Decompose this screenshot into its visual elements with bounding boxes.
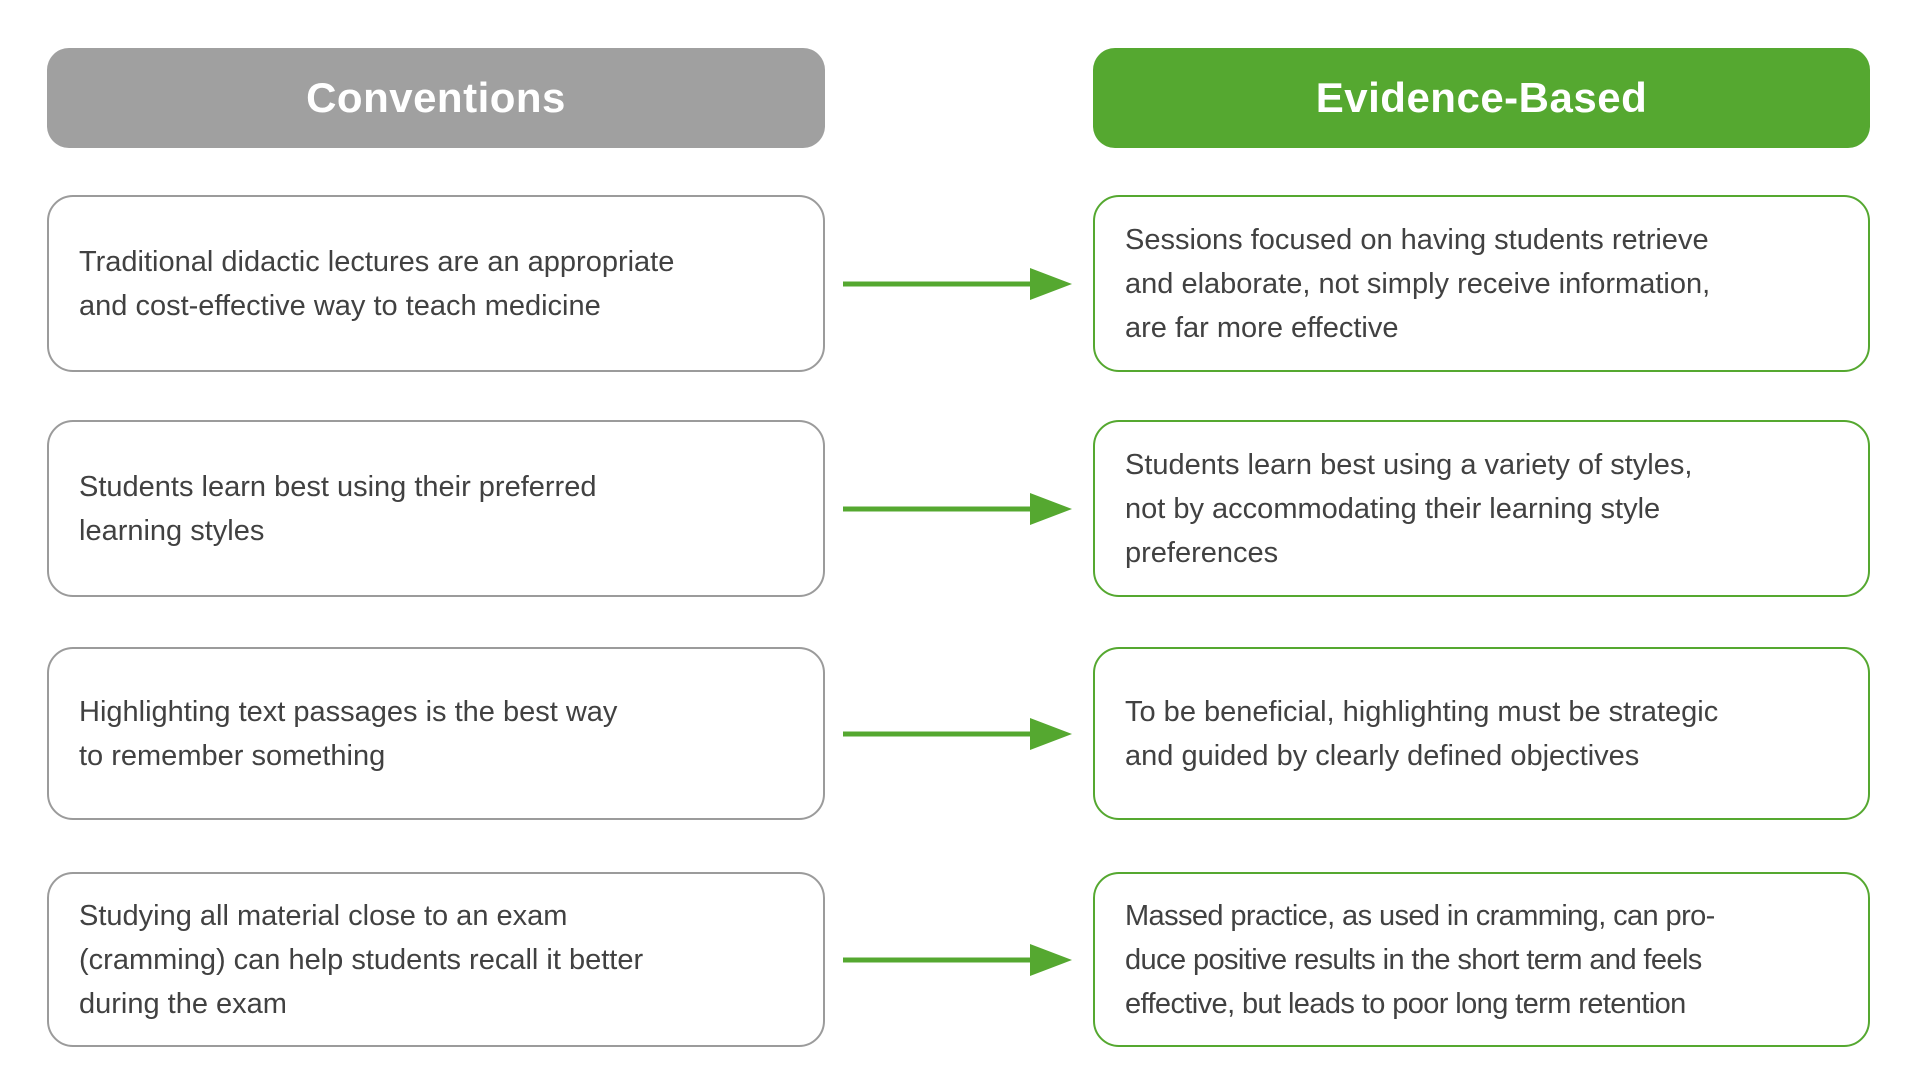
convention-text-2: Students learn best using their preferre…	[79, 470, 597, 547]
evidence-box-1: Sessions focused on having students retr…	[1093, 195, 1870, 372]
convention-box-2: Students learn best using their preferre…	[47, 420, 825, 597]
right-arrow-icon	[843, 492, 1072, 525]
convention-box-1: Traditional didactic lectures are an app…	[47, 195, 825, 372]
convention-text-1: Traditional didactic lectures are an app…	[79, 245, 675, 322]
evidence-box-4: Massed practice, as used in cramming, ca…	[1093, 872, 1870, 1047]
right-arrow-icon	[843, 717, 1072, 750]
convention-box-3: Highlighting text passages is the best w…	[47, 647, 825, 820]
convention-box-4: Studying all material close to an exam (…	[47, 872, 825, 1047]
header-row: Conventions Evidence-Based	[47, 48, 1870, 148]
evidence-text-1: Sessions focused on having students retr…	[1125, 223, 1711, 344]
comparison-row: Traditional didactic lectures are an app…	[47, 195, 1870, 372]
conventions-header: Conventions	[47, 48, 825, 148]
evidence-text-2: Students learn best using a variety of s…	[1125, 448, 1693, 569]
right-arrow-icon	[843, 943, 1072, 976]
evidence-box-3: To be beneficial, highlighting must be s…	[1093, 647, 1870, 820]
comparison-row: Highlighting text passages is the best w…	[47, 647, 1870, 820]
convention-text-4: Studying all material close to an exam (…	[79, 899, 644, 1020]
evidence-box-2: Students learn best using a variety of s…	[1093, 420, 1870, 597]
comparison-row: Studying all material close to an exam (…	[47, 872, 1870, 1047]
comparison-row: Students learn best using their preferre…	[47, 420, 1870, 597]
header-spacer	[825, 48, 1093, 148]
evidence-text-3: To be beneficial, highlighting must be s…	[1125, 695, 1719, 772]
evidence-based-header: Evidence-Based	[1093, 48, 1870, 148]
evidence-text-4: Massed practice, as used in cramming, ca…	[1125, 899, 1715, 1020]
convention-text-3: Highlighting text passages is the best w…	[79, 695, 618, 772]
right-arrow-icon	[843, 267, 1072, 300]
